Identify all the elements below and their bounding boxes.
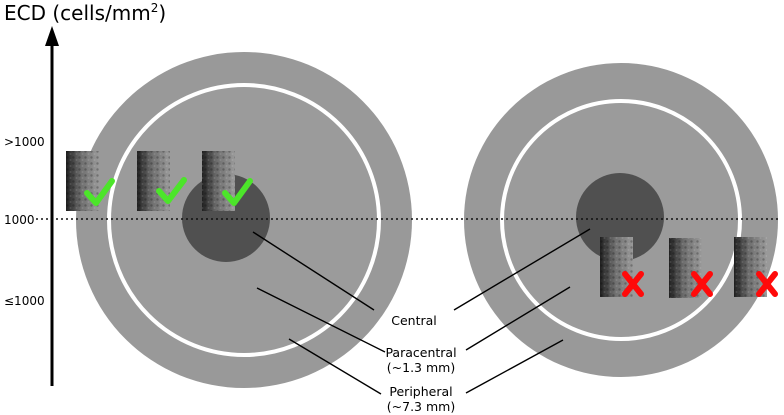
check-mark-icon (84, 178, 115, 206)
left-cornea-diagram (76, 52, 412, 388)
label-paracentral-size: (~1.3 mm) (387, 360, 455, 375)
tick-label-below: ≤1000 (4, 294, 45, 308)
label-peripheral-size: (~7.3 mm) (387, 399, 455, 414)
y-axis (45, 26, 59, 386)
tick-label-threshold: 1000 (4, 213, 35, 227)
leader-paracentral-right (465, 286, 571, 351)
leader-peripheral-right (465, 339, 564, 394)
leader-central-left (252, 231, 375, 311)
cross-mark-icon (691, 271, 713, 297)
axis-title: ECD (cells/mm2) (4, 1, 166, 25)
label-central: Central (391, 313, 437, 328)
leader-paracentral-left (256, 287, 386, 353)
label-peripheral: Peripheral (389, 384, 452, 399)
left-central-sample (202, 151, 253, 211)
tick-label-above: >1000 (4, 135, 45, 149)
right-cornea-diagram (464, 63, 778, 377)
check-mark-icon (222, 178, 253, 206)
right-central-zone (576, 173, 664, 261)
right-paracentral-sample (669, 238, 713, 298)
axis-arrow-head (45, 26, 59, 46)
left-peripheral-sample (66, 151, 115, 211)
leader-peripheral-left (288, 338, 382, 395)
cross-mark-icon (756, 271, 778, 297)
cross-mark-icon (622, 271, 644, 297)
right-central-sample (600, 237, 644, 297)
label-paracentral: Paracentral (385, 345, 456, 360)
leader-lines (252, 228, 591, 395)
right-peripheral-sample (734, 237, 778, 297)
leader-central-right (453, 228, 591, 311)
left-paracentral-sample (137, 151, 187, 211)
check-mark-icon (156, 177, 187, 204)
